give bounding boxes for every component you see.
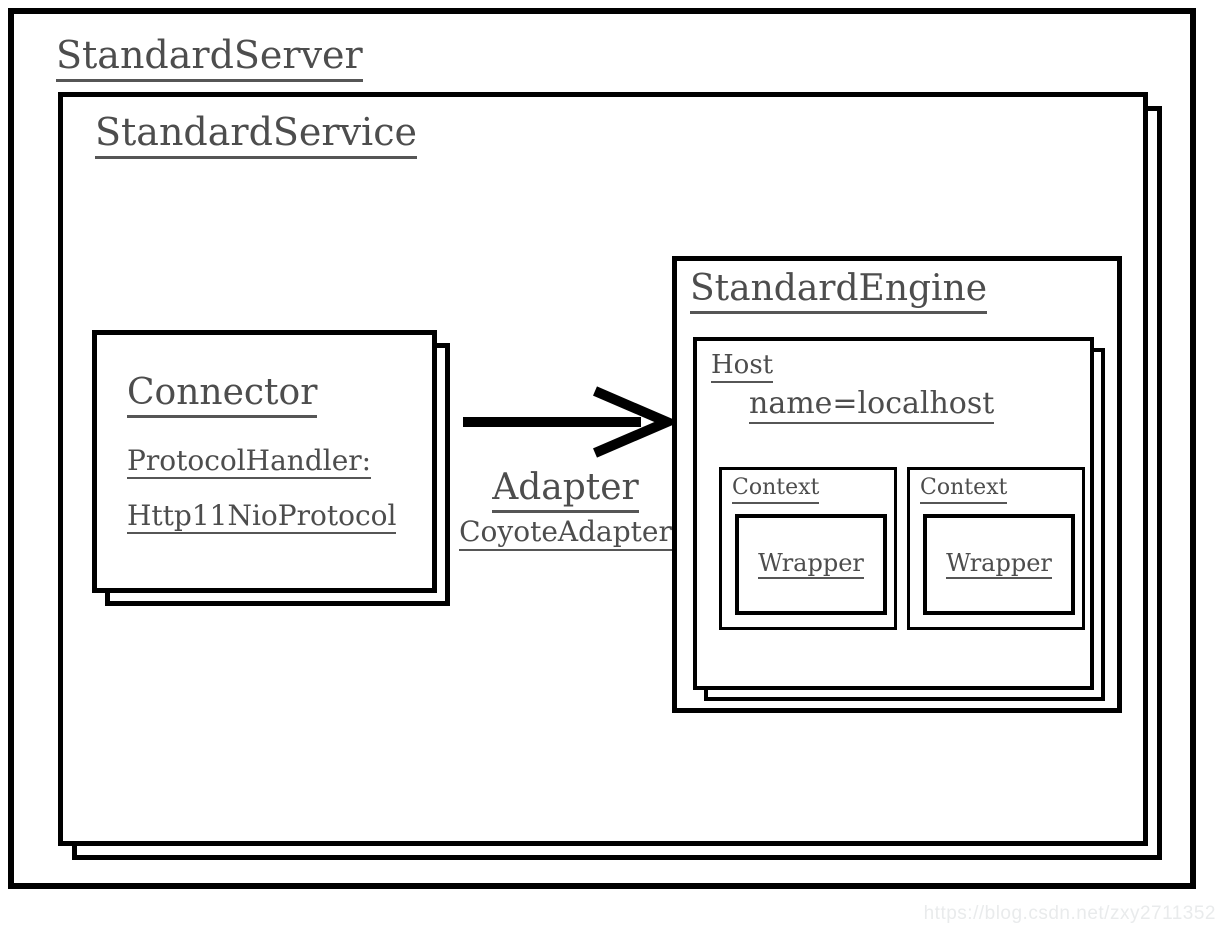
- host-box: Host name=localhost Context Wrapper Cont…: [693, 337, 1094, 690]
- wrapper-title: Wrapper: [758, 549, 864, 580]
- standard-engine-box: StandardEngine Host name=localhost Conte…: [672, 256, 1122, 713]
- http11-nio-protocol-label: Http11NioProtocol: [127, 500, 397, 535]
- context-title: Context: [732, 475, 820, 504]
- context-box: Context Wrapper: [907, 467, 1085, 630]
- context-box: Context Wrapper: [719, 467, 897, 630]
- connector-title: Connector: [127, 372, 318, 419]
- adapter-label-group: Adapter CoyoteAdapter: [448, 467, 683, 551]
- wrapper-box: Wrapper: [923, 514, 1075, 615]
- wrapper-title: Wrapper: [946, 549, 1052, 580]
- connector-box: Connector ProtocolHandler: Http11NioProt…: [92, 330, 437, 593]
- host-name-attribute: name=localhost: [749, 387, 995, 424]
- standard-engine-title: StandardEngine: [690, 268, 988, 315]
- coyote-adapter-label: CoyoteAdapter: [459, 516, 672, 551]
- protocol-handler-label: ProtocolHandler:: [127, 445, 372, 480]
- host-title: Host: [711, 350, 774, 384]
- adapter-title: Adapter: [492, 467, 639, 514]
- standard-service-title: StandardService: [95, 111, 417, 159]
- wrapper-box: Wrapper: [735, 514, 887, 615]
- context-title: Context: [920, 475, 1008, 504]
- right-arrow-icon: [463, 386, 680, 458]
- standard-server-title: StandardServer: [56, 34, 363, 82]
- csdn-watermark: https://blog.csdn.net/zxy2711352: [923, 903, 1216, 924]
